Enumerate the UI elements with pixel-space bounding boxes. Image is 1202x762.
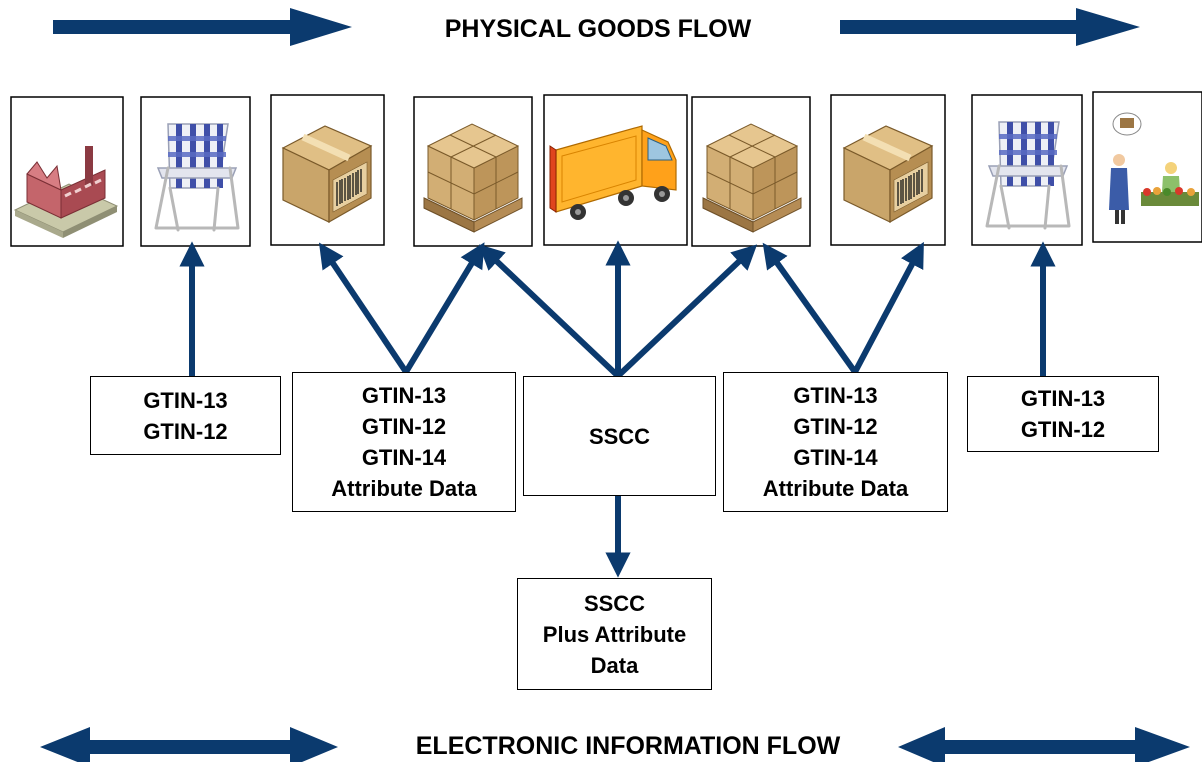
gtin-box-trade-2: GTIN-13 GTIN-12 GTIN-14 Attribute Data bbox=[723, 372, 948, 512]
stage-transport bbox=[543, 94, 688, 246]
box2-line1: GTIN-13 bbox=[361, 383, 447, 408]
box1-line2: GTIN-12 bbox=[143, 418, 228, 444]
stage-trade-unit bbox=[270, 94, 385, 246]
box4-line4: Attribute Data bbox=[762, 476, 909, 501]
gtin-box-consumer-2: GTIN-13 GTIN-12 bbox=[967, 376, 1159, 452]
arrow-sscc-to-pallet-2 bbox=[615, 244, 758, 379]
stage-consumer-unit-2 bbox=[971, 94, 1083, 246]
factory-icon bbox=[13, 146, 119, 238]
gtin-box-consumer: GTIN-13 GTIN-12 bbox=[90, 376, 281, 455]
sscc-attribute-box: SSCC Plus Attribute Data bbox=[517, 578, 712, 690]
box2-line2: GTIN-12 bbox=[361, 414, 447, 439]
stage-trade-unit-2 bbox=[830, 94, 946, 246]
box6-line3: Data bbox=[590, 652, 639, 678]
arrow-sscc-to-pallet bbox=[478, 244, 621, 379]
box5-line1: GTIN-13 bbox=[1020, 386, 1106, 411]
box4-line3: GTIN-14 bbox=[793, 445, 878, 470]
stage-pallet-2 bbox=[691, 96, 811, 247]
box4-line2: GTIN-12 bbox=[793, 414, 878, 439]
retail-store-icon bbox=[1109, 112, 1199, 224]
arrow-to-carton bbox=[318, 242, 409, 374]
box1-line1: GTIN-13 bbox=[143, 387, 228, 413]
stage-consumer-unit bbox=[140, 96, 251, 247]
box5-line2: GTIN-12 bbox=[1020, 417, 1106, 442]
box4-line1: GTIN-13 bbox=[793, 383, 878, 408]
stage-pallet bbox=[413, 96, 533, 247]
gtin-box-trade: GTIN-13 GTIN-12 GTIN-14 Attribute Data bbox=[292, 372, 516, 512]
delivery-truck-icon bbox=[549, 125, 677, 220]
electronic-flow-arrow-left bbox=[40, 727, 338, 762]
electronic-flow-arrow-right bbox=[898, 727, 1190, 762]
electronic-information-flow-title: ELECTRONIC INFORMATION FLOW bbox=[416, 732, 841, 760]
stage-factory bbox=[10, 96, 124, 247]
box6-line1: SSCC bbox=[583, 590, 646, 616]
box3-line1: SSCC bbox=[588, 423, 651, 449]
box6-line2: Plus Attribute bbox=[542, 621, 687, 647]
stage-retail bbox=[1092, 91, 1202, 243]
box2-line4: Attribute Data bbox=[331, 476, 477, 501]
arrow-to-pallet-2 bbox=[762, 242, 858, 374]
arrow-to-carton-2 bbox=[852, 241, 924, 374]
physical-goods-flow-title: PHYSICAL GOODS FLOW bbox=[445, 15, 752, 43]
box2-line3: GTIN-14 bbox=[361, 445, 447, 470]
physical-flow-arrow-left bbox=[53, 8, 352, 46]
connector-arrows bbox=[179, 240, 1056, 578]
arrow-to-pallet bbox=[403, 242, 485, 374]
physical-flow-arrow-right bbox=[840, 8, 1140, 46]
sscc-box: SSCC bbox=[523, 376, 716, 496]
